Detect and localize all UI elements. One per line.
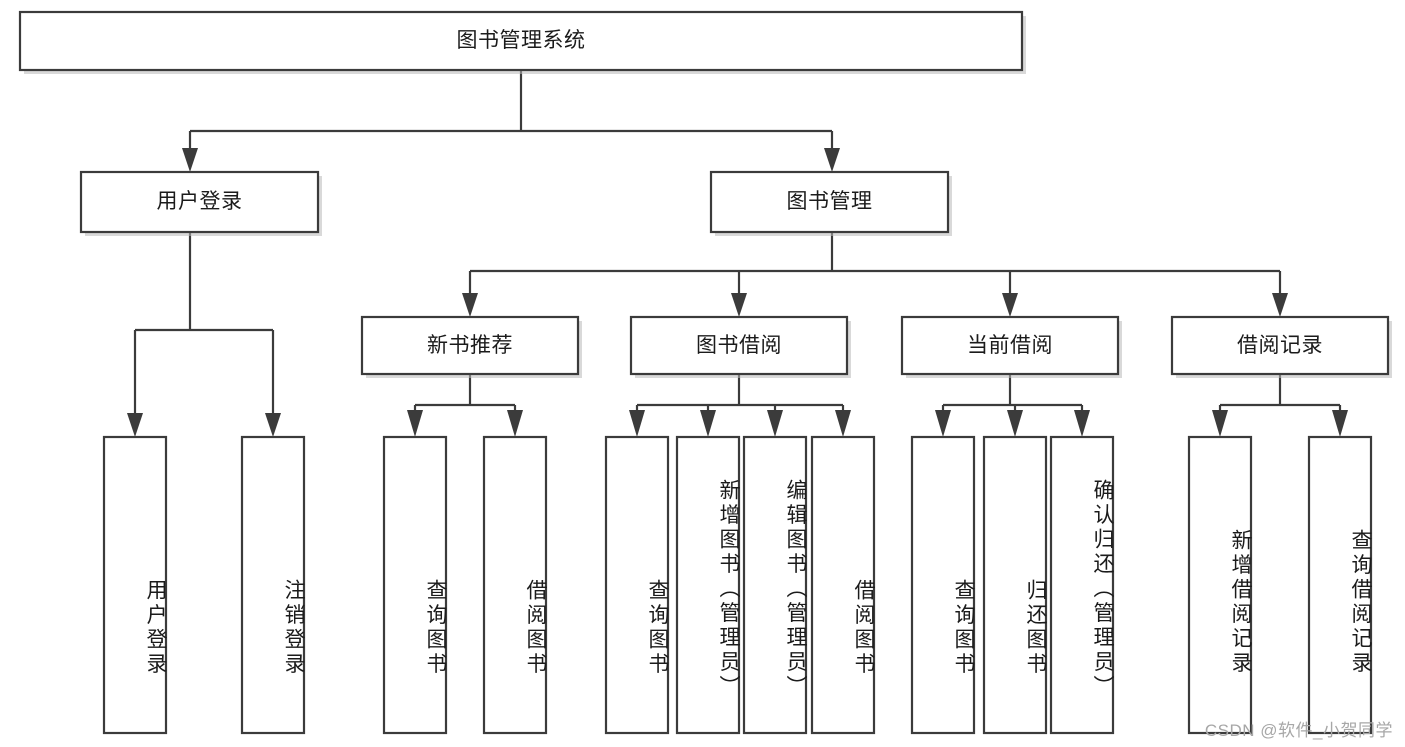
arrowhead-leaf-query-book-1 — [407, 410, 423, 437]
arrowhead-leaf-return-book — [1007, 410, 1023, 437]
arrowhead-new-book-recommend — [462, 293, 478, 317]
node-leaf-query-book-2[interactable] — [604, 435, 670, 735]
node-leaf-query-borrow-record[interactable] — [1307, 435, 1373, 735]
node-user-login[interactable] — [79, 170, 320, 234]
node-root[interactable] — [18, 10, 1024, 72]
arrowhead-leaf-logout-login — [265, 413, 281, 437]
arrowhead-leaf-borrow-book-2 — [835, 410, 851, 437]
node-current-borrow[interactable] — [900, 315, 1120, 376]
arrowhead-leaf-confirm-return-admin — [1074, 410, 1090, 437]
node-leaf-query-book-1[interactable] — [382, 435, 448, 735]
node-borrow-record[interactable] — [1170, 315, 1390, 376]
arrowhead-user-login — [182, 148, 198, 172]
arrowhead-leaf-add-borrow-record — [1212, 410, 1228, 437]
node-book-borrow[interactable] — [629, 315, 849, 376]
arrowhead-leaf-query-book-2 — [629, 410, 645, 437]
arrowhead-book-manage — [824, 148, 840, 172]
node-leaf-borrow-book-2[interactable] — [810, 435, 876, 735]
arrowhead-leaf-add-book-admin — [700, 410, 716, 437]
node-leaf-borrow-book-1[interactable] — [482, 435, 548, 735]
arrowhead-leaf-query-book-3 — [935, 410, 951, 437]
node-leaf-add-book-admin[interactable] — [675, 435, 741, 735]
csdn-watermark: CSDN @软件_小贺同学 — [1204, 721, 1393, 740]
arrowhead-leaf-user-login — [127, 413, 143, 437]
arrowhead-book-borrow — [731, 293, 747, 317]
node-leaf-query-book-3[interactable] — [910, 435, 976, 735]
arrowhead-borrow-record — [1272, 293, 1288, 317]
connector-layer — [127, 70, 1348, 437]
node-leaf-return-book[interactable] — [982, 435, 1048, 735]
node-leaf-edit-book-admin[interactable] — [742, 435, 808, 735]
arrowhead-leaf-edit-book-admin — [767, 410, 783, 437]
arrowhead-current-borrow — [1002, 293, 1018, 317]
node-leaf-add-borrow-record[interactable] — [1187, 435, 1253, 735]
node-leaf-user-login[interactable] — [102, 435, 168, 735]
box-layer — [18, 10, 1392, 735]
arrowhead-leaf-query-borrow-record — [1332, 410, 1348, 437]
node-leaf-logout-login[interactable] — [240, 435, 306, 735]
node-leaf-confirm-return-admin[interactable] — [1049, 435, 1115, 735]
arrowhead-leaf-borrow-book-1 — [507, 410, 523, 437]
node-new-book-recommend[interactable] — [360, 315, 580, 376]
node-book-manage[interactable] — [709, 170, 950, 234]
